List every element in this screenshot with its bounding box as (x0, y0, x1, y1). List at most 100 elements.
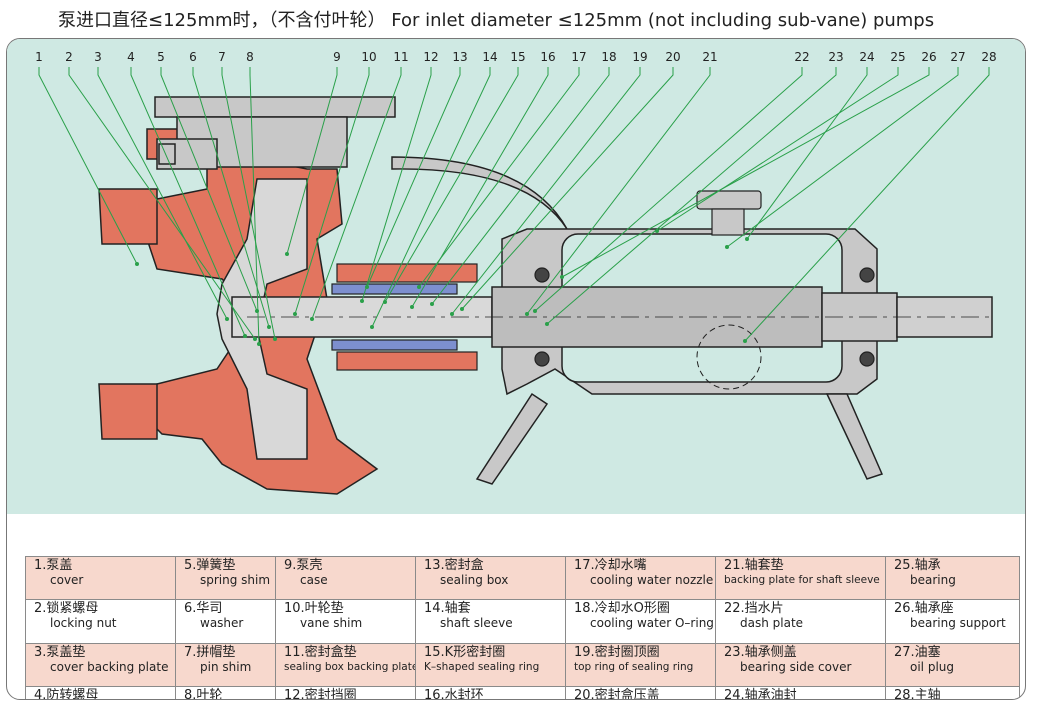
legend-part-name-zh: 6.华司 (184, 601, 223, 617)
callout-dot-3 (225, 317, 229, 321)
impeller (216, 178, 308, 460)
callout-leader-19 (451, 67, 641, 315)
callout-label-2: 2 (65, 50, 73, 64)
legend-part-name-en: cover backing plate (50, 659, 169, 674)
callout-label-4: 4 (127, 50, 135, 64)
callout-dot-2 (253, 337, 257, 341)
legend-part-name-zh: 26.轴承座 (894, 601, 954, 617)
callout-label-11: 11 (393, 50, 408, 64)
callout-label-6: 6 (189, 50, 197, 64)
legend-part-name-en: sealing box (440, 573, 509, 587)
callout-label-3: 3 (94, 50, 102, 64)
callout-dot-9 (285, 252, 289, 256)
callout-leader-5 (160, 67, 258, 312)
legend-part-name-zh: 12.密封挡圈 (284, 687, 357, 700)
legend-part-name-zh: 11.密封盒垫 (284, 644, 357, 660)
callout-label-10: 10 (361, 50, 376, 64)
callout-label-21: 21 (702, 50, 717, 64)
legend-cell: 8.叶轮vane (175, 685, 276, 699)
callout-leader-4 (130, 67, 246, 337)
legend-part-name-zh: 28.主轴 (894, 687, 941, 700)
callout-dot-6 (267, 325, 271, 329)
callout-label-19: 19 (632, 50, 647, 64)
callout-dot-27 (725, 245, 729, 249)
callout-leader-3 (97, 67, 228, 320)
callout-leader-28 (744, 67, 990, 342)
callout-leader-23 (546, 67, 837, 325)
callout-dot-21 (525, 312, 529, 316)
callout-dot-13 (365, 285, 369, 289)
legend-part-name-en: cover (50, 573, 84, 587)
legend-part-name-en: vane shim (300, 616, 363, 631)
legend-cell: 16.水封环water sealing ring (415, 685, 566, 699)
legend-cell: 4.防转螺母swirl–prevention nut (25, 685, 176, 700)
callout-label-1: 1 (35, 50, 43, 64)
legend-part-name-zh: 4.防转螺母 (34, 687, 99, 700)
legend-part-name-en: bearing support (910, 616, 1006, 631)
oil-plug (696, 190, 762, 236)
callout-leader-18 (431, 67, 610, 305)
callout-leader-8 (249, 67, 260, 345)
callout-label-12: 12 (423, 50, 438, 64)
callout-label-23: 23 (828, 50, 843, 64)
oil-plug-hidden-outline (696, 324, 762, 390)
callout-leader-12 (361, 67, 432, 302)
legend-part-name-zh: 13.密封盒 (424, 558, 484, 573)
callout-dot-12 (360, 299, 364, 303)
legend-row: 4.防转螺母swirl–prevention nut8.叶轮vane 12.密封挡… (25, 685, 1020, 700)
legend-part-name-zh: 3.泵盖垫 (34, 644, 86, 660)
callout-leader-20 (461, 67, 674, 310)
bearings (534, 267, 875, 367)
callout-dot-22 (533, 309, 537, 313)
callout-dot-11 (310, 317, 314, 321)
legend-part-name-en: cooling water nozzle (590, 573, 714, 587)
callout-leader-15 (384, 67, 519, 303)
legend-part-name-en: case (300, 573, 328, 587)
callout-dot-28 (743, 339, 747, 343)
callout-label-17: 17 (571, 50, 586, 64)
callout-dot-8 (257, 342, 261, 346)
callout-leader-lines (38, 67, 990, 346)
legend-cell: 28.主轴main shaft (885, 685, 1020, 700)
callout-leader-27 (726, 67, 959, 248)
legend-part-name-zh: 9.泵壳 (284, 558, 323, 573)
callout-label-13: 13 (452, 50, 467, 64)
callout-leader-9 (286, 67, 338, 255)
callout-dot-25 (655, 229, 659, 233)
callout-leader-10 (294, 67, 370, 315)
callout-label-28: 28 (981, 50, 996, 64)
callout-leader-21 (526, 67, 711, 315)
callout-dot-20 (460, 307, 464, 311)
callout-label-27: 27 (950, 50, 965, 64)
callout-leader-22 (534, 67, 803, 312)
callout-dot-18 (430, 302, 434, 306)
callout-leader-11 (311, 67, 402, 320)
legend-part-name-en: washer (200, 616, 244, 631)
legend-part-name-zh: 14.轴套 (424, 601, 471, 617)
legend-part-name-en: cooling water O–ring (590, 616, 714, 631)
callout-label-20: 20 (665, 50, 680, 64)
callout-dot-14 (370, 325, 374, 329)
legend-part-name-zh: 21.轴套垫 (724, 558, 784, 573)
callout-dot-10 (293, 312, 297, 316)
callout-dot-1 (135, 262, 139, 266)
callout-leader-14 (371, 67, 491, 328)
callout-leader-16 (411, 67, 549, 308)
legend-part-name-zh: 18.冷却水O形圈 (574, 601, 670, 617)
